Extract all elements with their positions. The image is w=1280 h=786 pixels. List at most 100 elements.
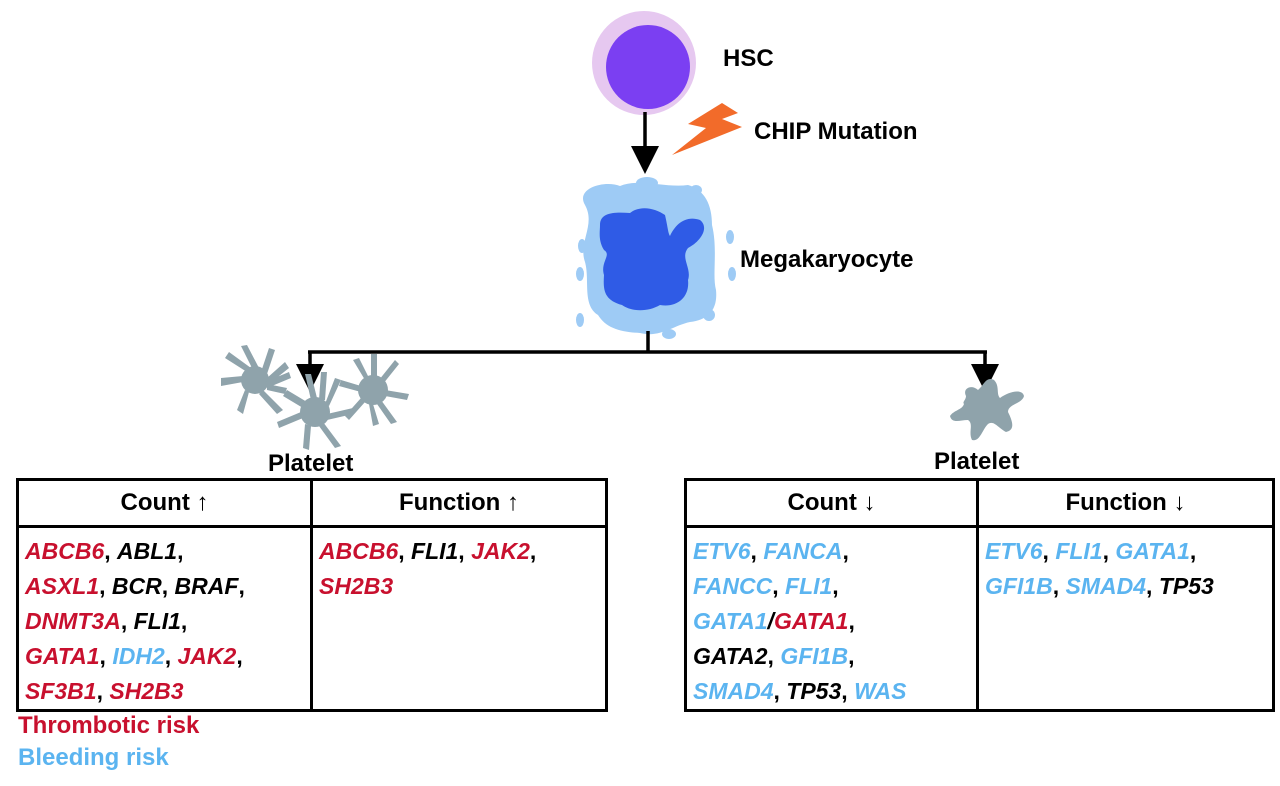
gene-name: TP53 [1158, 573, 1214, 599]
gene-name: BCR [111, 573, 162, 599]
gene-separator: , [1146, 573, 1159, 599]
gene-separator: , [842, 538, 849, 564]
gene-name: WAS [854, 678, 907, 704]
count-down-header: Count ↓ [684, 478, 979, 528]
function-down-genes: ETV6, FLI1, GATA1,GFI1B, SMAD4, TP53 [976, 525, 1275, 712]
gene-name: ABCB6 [319, 538, 399, 564]
gene-name: FLI1 [1055, 538, 1103, 564]
gene-line: ETV6, FLI1, GATA1, [985, 534, 1266, 569]
gene-separator: , [772, 573, 786, 599]
gene-name: GATA1 [1115, 538, 1190, 564]
gene-name: JAK2 [471, 538, 530, 564]
gene-separator: , [1042, 538, 1056, 564]
gene-separator: , [238, 573, 245, 599]
gene-line: SH2B3 [319, 569, 599, 604]
gene-name: GATA1 [773, 608, 849, 634]
gene-name: SMAD4 [693, 678, 774, 704]
gene-name: FLI1 [785, 573, 833, 599]
gene-name: BRAF [174, 573, 239, 599]
activated-platelets-icon [221, 345, 409, 450]
gene-separator: , [1189, 538, 1197, 564]
gene-separator: , [832, 573, 839, 599]
function-up-header: Function ↑ [310, 478, 608, 528]
gene-separator: , [767, 643, 781, 669]
gene-name: FANCA [763, 538, 843, 564]
gene-separator: , [120, 608, 134, 634]
gene-separator: , [236, 643, 243, 669]
platelet-icon [950, 379, 1024, 441]
gene-line: GFI1B, SMAD4, TP53 [985, 569, 1266, 604]
gene-separator: , [529, 538, 537, 564]
gene-line: GATA1/GATA1, [693, 604, 970, 639]
function-down-header: Function ↓ [976, 478, 1275, 528]
gene-name: IDH2 [112, 643, 165, 669]
gene-separator: , [848, 608, 855, 634]
count-up-genes: ABCB6, ABL1,ASXL1, BCR, BRAF,DNMT3A, FLI… [16, 525, 313, 712]
gene-name: SMAD4 [1065, 573, 1147, 599]
gene-name: JAK2 [177, 643, 237, 669]
gene-separator: , [750, 538, 764, 564]
gene-line: GATA2, GFI1B, [693, 639, 970, 674]
gene-line: GATA1, IDH2, JAK2, [25, 639, 304, 674]
megakaryocyte-label: Megakaryocyte [740, 246, 914, 273]
gene-line: ASXL1, BCR, BRAF, [25, 569, 304, 604]
gene-name: ABL1 [117, 538, 178, 564]
gene-name: FLI1 [411, 538, 459, 564]
gene-line: DNMT3A, FLI1, [25, 604, 304, 639]
gene-line: FANCC, FLI1, [693, 569, 970, 604]
gene-name: SH2B3 [109, 678, 184, 704]
gene-name: ETV6 [985, 538, 1043, 564]
platelet-right-label: Platelet [934, 448, 1020, 475]
decreased-platelet-genes-table: Count ↓ Function ↓ ETV6, FANCA,FANCC, FL… [684, 478, 1275, 712]
gene-name: FANCC [693, 573, 773, 599]
count-up-header: Count ↑ [16, 478, 313, 528]
gene-line: ETV6, FANCA, [693, 534, 970, 569]
gene-separator: , [1102, 538, 1116, 564]
hsc-cell-icon [592, 11, 696, 115]
gene-name: GATA1 [25, 643, 100, 669]
gene-separator: , [161, 573, 175, 599]
megakaryocyte-cell-icon [576, 177, 736, 339]
gene-name: SF3B1 [25, 678, 97, 704]
platelet-left-label: Platelet [268, 450, 354, 477]
gene-separator: , [96, 678, 110, 704]
gene-separator: , [1052, 573, 1066, 599]
gene-separator: , [773, 678, 787, 704]
gene-name: GATA1 [693, 608, 768, 634]
legend-thrombotic-risk: Thrombotic risk [18, 712, 200, 739]
lightning-bolt-icon [672, 103, 742, 155]
gene-separator: , [180, 608, 188, 634]
gene-name: GATA2 [693, 643, 768, 669]
gene-separator: , [848, 643, 855, 669]
gene-line: SMAD4, TP53, WAS [693, 674, 970, 709]
gene-name: GFI1B [985, 573, 1053, 599]
gene-separator: , [104, 538, 118, 564]
gene-name: ETV6 [693, 538, 751, 564]
gene-name: TP53 [786, 678, 842, 704]
function-up-genes: ABCB6, FLI1, JAK2,SH2B3 [310, 525, 608, 712]
gene-name: FLI1 [133, 608, 181, 634]
gene-separator: , [398, 538, 412, 564]
gene-line: SF3B1, SH2B3 [25, 674, 304, 709]
gene-separator: , [99, 573, 112, 599]
hsc-label: HSC [723, 45, 774, 72]
count-down-genes: ETV6, FANCA,FANCC, FLI1,GATA1/GATA1,GATA… [684, 525, 979, 712]
gene-separator: , [99, 643, 113, 669]
gene-separator: , [458, 538, 472, 564]
chip-mutation-label: CHIP Mutation [754, 118, 918, 145]
increased-platelet-genes-table: Count ↑ Function ↑ ABCB6, ABL1,ASXL1, BC… [16, 478, 608, 712]
gene-slash: / [767, 608, 774, 634]
gene-name: ABCB6 [25, 538, 105, 564]
branch-connector [296, 331, 999, 392]
gene-separator: , [841, 678, 855, 704]
gene-name: DNMT3A [25, 608, 121, 634]
gene-name: ASXL1 [25, 573, 100, 599]
gene-line: ABCB6, FLI1, JAK2, [319, 534, 599, 569]
gene-name: GFI1B [780, 643, 849, 669]
gene-line: ABCB6, ABL1, [25, 534, 304, 569]
gene-separator: , [177, 538, 184, 564]
legend-bleeding-risk: Bleeding risk [18, 744, 169, 771]
gene-separator: , [164, 643, 178, 669]
gene-name: SH2B3 [319, 573, 394, 599]
